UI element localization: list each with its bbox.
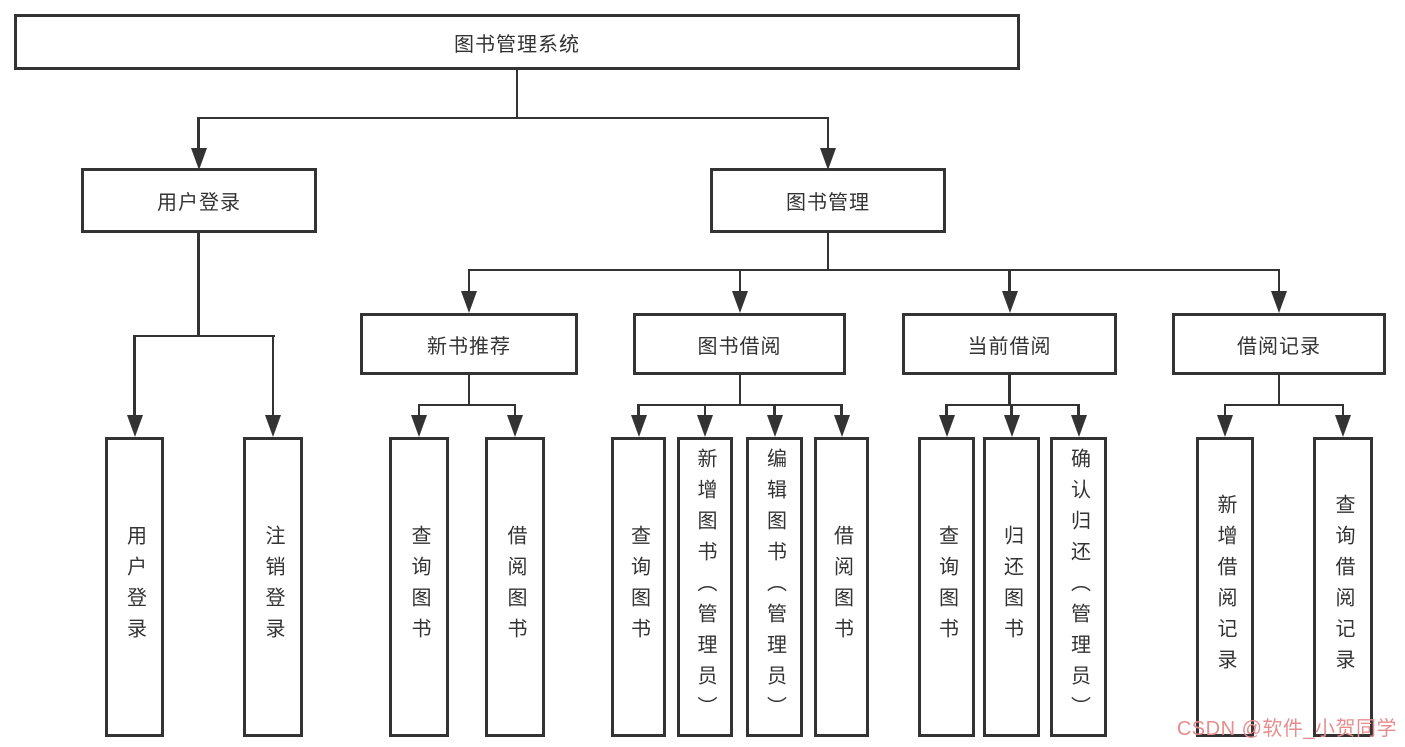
arrowhead-down-icon (265, 415, 281, 437)
node-label: 图书管理 (786, 192, 870, 214)
leaf-add-book-admin: 新增图书（管理员） (677, 437, 733, 737)
connector-line (840, 405, 843, 416)
leaf-label: 借阅图书 (830, 525, 853, 649)
arrowhead-down-icon (732, 291, 748, 313)
connector-line (197, 233, 200, 337)
arrowhead-down-icon (461, 291, 477, 313)
leaf-label: 用户登录 (123, 525, 146, 649)
arrowhead-down-icon (833, 415, 850, 437)
connector-line (1008, 270, 1011, 292)
arrowhead-down-icon (507, 415, 523, 437)
connector-line (467, 375, 471, 406)
connector-line (513, 405, 517, 416)
leaf-query-book-current: 查询图书 (918, 437, 975, 737)
arrowhead-down-icon (1217, 415, 1233, 437)
connector-line (826, 118, 830, 150)
leaf-user-login: 用户登录 (105, 437, 164, 737)
leaf-add-borrow-record: 新增借阅记录 (1196, 437, 1254, 737)
node-label: 当前借阅 (967, 335, 1052, 358)
arrowhead-down-icon (820, 148, 836, 170)
connector-line (197, 118, 200, 150)
leaf-query-book-recommend: 查询图书 (389, 437, 449, 737)
connector-line (1010, 405, 1013, 416)
node-label: 图书管理系统 (454, 33, 580, 56)
node-label: 用户登录 (157, 192, 241, 214)
leaf-label: 注销登录 (262, 525, 284, 649)
connector-line (417, 405, 421, 416)
leaf-label: 查询借阅记录 (1332, 494, 1354, 680)
node-label: 借阅记录 (1237, 335, 1321, 358)
arrowhead-down-icon (190, 148, 207, 170)
arrowhead-down-icon (126, 415, 143, 437)
connector-line (271, 336, 275, 416)
arrowhead-down-icon (766, 415, 783, 437)
arrowhead-down-icon (1271, 291, 1287, 313)
connector-line (738, 270, 742, 292)
csdn-watermark: CSDN @软件_小贺同学 (1176, 718, 1397, 740)
connector-line (515, 70, 519, 119)
connector-line (133, 334, 275, 338)
connector-line (1341, 405, 1345, 416)
arrowhead-down-icon (630, 415, 647, 437)
connector-line (197, 116, 830, 120)
leaf-return-book: 归还图书 (983, 437, 1040, 737)
leaf-label: 编辑图书（管理员） (763, 447, 786, 727)
leaf-query-borrow-record: 查询借阅记录 (1313, 437, 1373, 737)
leaf-label: 查询图书 (935, 525, 958, 649)
arrowhead-down-icon (1070, 415, 1087, 437)
leaf-query-book-borrow: 查询图书 (611, 437, 666, 737)
arrowhead-down-icon (1003, 415, 1020, 437)
node-current-borrow: 当前借阅 (902, 313, 1117, 375)
leaf-label: 确认归还（管理员） (1067, 447, 1090, 727)
connector-line (467, 268, 1281, 272)
connector-line (826, 233, 830, 271)
connector-line (1277, 270, 1281, 292)
leaf-label: 新增借阅记录 (1214, 494, 1236, 680)
node-user-login: 用户登录 (81, 168, 317, 233)
connector-line (637, 405, 640, 416)
connector-line (417, 403, 517, 407)
arrowhead-down-icon (938, 415, 955, 437)
leaf-label: 查询图书 (627, 525, 650, 649)
leaf-borrow-book: 借阅图书 (814, 437, 869, 737)
connector-line (467, 270, 471, 292)
connector-line (637, 403, 843, 407)
node-new-book-recommend: 新书推荐 (360, 313, 578, 375)
connector-line (1223, 403, 1345, 407)
arrowhead-down-icon (1001, 291, 1018, 313)
connector-line (703, 405, 707, 416)
leaf-label: 借阅图书 (504, 525, 526, 649)
connector-line (1277, 375, 1281, 406)
node-book-management: 图书管理 (710, 168, 946, 233)
leaf-logout: 注销登录 (243, 437, 303, 737)
leaf-label: 新增图书（管理员） (694, 447, 716, 727)
connector-line (1223, 405, 1227, 416)
node-label: 新书推荐 (427, 335, 511, 358)
leaf-edit-book-admin: 编辑图书（管理员） (746, 437, 803, 737)
connector-line (1077, 405, 1080, 416)
leaf-label: 查询图书 (408, 525, 430, 649)
arrowhead-down-icon (1335, 415, 1351, 437)
node-borrow-record: 借阅记录 (1172, 313, 1386, 375)
node-book-borrow: 图书借阅 (633, 313, 846, 375)
node-label: 图书借阅 (697, 335, 782, 358)
leaf-label: 归还图书 (1000, 525, 1023, 649)
leaf-borrow-book-recommend: 借阅图书 (485, 437, 545, 737)
connector-line (945, 405, 948, 416)
connector-line (773, 405, 776, 416)
arrowhead-down-icon (411, 415, 427, 437)
connector-line (1008, 375, 1011, 406)
connector-line (133, 336, 136, 416)
leaf-confirm-return-admin: 确认归还（管理员） (1050, 437, 1107, 737)
arrowhead-down-icon (697, 415, 713, 437)
connector-line (738, 375, 742, 406)
node-root-library-system: 图书管理系统 (14, 14, 1020, 70)
